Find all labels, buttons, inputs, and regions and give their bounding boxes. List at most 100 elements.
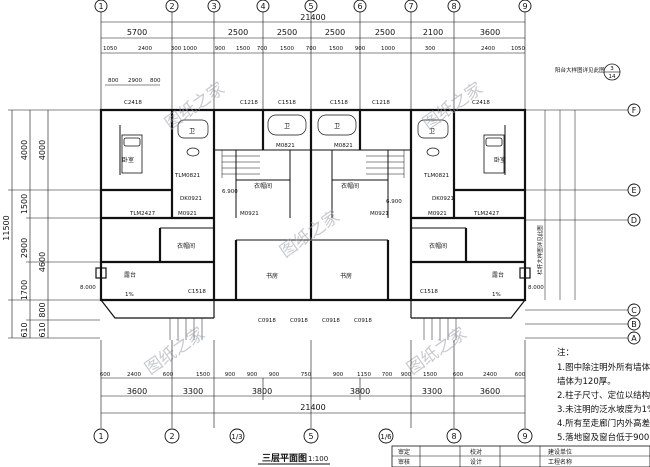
svg-text:C1518: C1518 [188, 289, 206, 295]
svg-text:C2418: C2418 [124, 100, 142, 106]
svg-text:审定: 审定 [398, 448, 410, 456]
general-notes: 注： 1.图中除注明外所有墙体墙厚 墙体为120厚。 2.柱子尺寸、定位以结构图… [557, 347, 650, 443]
room-dressing-4: 衣帽间 [429, 242, 447, 250]
svg-text:建设单位: 建设单位 [548, 448, 572, 456]
svg-text:C1218: C1218 [372, 100, 390, 106]
side-ref-label: 栏杆大样图详见此图 [536, 225, 544, 275]
detail-ref-bottom: 14 [609, 74, 616, 80]
axis-top-7: 7 [408, 2, 413, 11]
bottom-chain-a: 600 2400 600 1500 900 900 900 750 900 11… [100, 372, 526, 378]
svg-text:2400: 2400 [483, 372, 497, 378]
dim-top-5: 2500 [375, 28, 395, 37]
axis-B: B [631, 320, 637, 329]
svg-text:3300: 3300 [183, 387, 203, 396]
axis-top-4: 4 [260, 2, 265, 11]
svg-text:1: 1 [98, 432, 103, 441]
note-3: 3.未注明的泛水坡度为1%，为 [557, 404, 650, 415]
svg-text:610: 610 [20, 322, 29, 337]
bath-fixtures [177, 114, 449, 157]
svg-text:900: 900 [355, 46, 366, 52]
room-labels: 卧室 卧室 卫 卫 卫 卫 书房 书房 露台 露台 衣帽间 衣帽间 衣帽间 衣帽… [122, 123, 506, 280]
svg-text:4000: 4000 [20, 140, 29, 160]
svg-text:600: 600 [163, 372, 174, 378]
svg-text:M0821: M0821 [334, 143, 353, 149]
svg-text:C2418: C2418 [472, 100, 490, 106]
opening-codes: C2418 C1218 C1518 C1518 C1218 C2418 M082… [80, 100, 544, 324]
svg-text:TLM2427: TLM2427 [129, 211, 156, 217]
svg-text:3800: 3800 [252, 387, 272, 396]
svg-text:1500: 1500 [280, 46, 294, 52]
svg-text:图纸之家: 图纸之家 [141, 324, 208, 379]
svg-text:600: 600 [100, 372, 111, 378]
terrace-rails [169, 318, 457, 340]
svg-text:700: 700 [382, 372, 393, 378]
top-dimension-lines [100, 12, 526, 110]
svg-text:3300: 3300 [422, 387, 442, 396]
detail-ref-top: 3 [610, 66, 614, 72]
svg-text:M0921: M0921 [428, 211, 447, 217]
svg-text:900: 900 [225, 372, 236, 378]
axis-top-2: 2 [169, 2, 174, 11]
svg-text:C1518: C1518 [278, 100, 296, 106]
svg-text:1050: 1050 [103, 46, 117, 52]
svg-text:TLM0821: TLM0821 [423, 173, 449, 179]
svg-text:DK0921: DK0921 [432, 196, 454, 202]
svg-text:900: 900 [333, 372, 344, 378]
svg-text:1150: 1150 [357, 372, 371, 378]
room-terrace-left: 露台 [124, 271, 136, 279]
detail-reference: 阳台大样图详见此图 3 14 [555, 63, 621, 81]
svg-text:800: 800 [38, 302, 47, 317]
total-width-top: 21400 [300, 13, 325, 22]
svg-text:1500: 1500 [329, 46, 343, 52]
bottom-dimension-lines [100, 340, 526, 428]
bed-symbols [121, 134, 505, 174]
stair-right [366, 149, 405, 178]
svg-text:1/3: 1/3 [231, 433, 242, 441]
svg-text:750: 750 [301, 372, 312, 378]
bottom-axis-bubbles [93, 428, 533, 444]
axis-top-8: 8 [451, 2, 456, 11]
room-study-left: 书房 [266, 272, 278, 280]
drawing-title: 三层平面图 1:100 [258, 453, 330, 465]
svg-text:M0921: M0921 [240, 211, 259, 217]
axis-top-1: 1 [98, 2, 103, 11]
svg-text:TLM0821: TLM0821 [174, 173, 200, 179]
note-heading: 注： [557, 347, 574, 358]
axis-D: D [631, 216, 637, 225]
svg-text:C1518: C1518 [420, 289, 438, 295]
svg-text:DK0921: DK0921 [180, 196, 202, 202]
svg-text:3600: 3600 [480, 387, 500, 396]
svg-text:1500: 1500 [423, 372, 437, 378]
svg-text:8: 8 [451, 432, 456, 441]
title-block: 审定 校对 建设单位 审核 设计 工程名称 [391, 445, 650, 467]
svg-text:C1518: C1518 [330, 100, 348, 106]
total-depth-left: 11500 [2, 215, 11, 240]
plan-walls [99, 108, 527, 302]
c2418-dim-callout: 800 2900 800 [105, 78, 161, 86]
svg-text:8.000: 8.000 [528, 285, 544, 291]
svg-text:2900: 2900 [20, 238, 29, 258]
detail-ref-label: 阳台大样图详见此图 [555, 66, 605, 74]
top-axis-labels: 1 2 3 4 5 6 7 8 9 [98, 2, 527, 11]
bottom-axis-labels: 1 2 1/3 5 1/6 8 9 [98, 432, 527, 441]
axis-top-9: 9 [522, 2, 527, 11]
svg-text:1500: 1500 [236, 46, 250, 52]
top-axis-bubbles [94, 0, 532, 13]
svg-text:700: 700 [306, 46, 317, 52]
note-2: 2.柱子尺寸、定位以结构图 [557, 390, 650, 401]
svg-text:C1218: C1218 [240, 100, 258, 106]
svg-text:2: 2 [169, 432, 174, 441]
watermarks: 图纸之家 图纸之家 图纸之家 图纸之家 图纸之家 [141, 79, 486, 379]
room-bath-2: 卫 [284, 123, 290, 130]
svg-text:M0921: M0921 [370, 211, 389, 217]
room-dressing-3: 衣帽间 [341, 182, 359, 190]
room-dressing-1: 衣帽间 [177, 242, 195, 250]
right-axis-lines [525, 109, 628, 339]
axis-F: F [632, 106, 637, 115]
svg-text:9: 9 [522, 432, 527, 441]
total-width-bottom: 21400 [300, 403, 325, 412]
svg-text:C0918: C0918 [354, 318, 372, 324]
svg-text:5: 5 [308, 432, 313, 441]
svg-text:1000: 1000 [381, 46, 395, 52]
axis-C: C [631, 306, 637, 315]
